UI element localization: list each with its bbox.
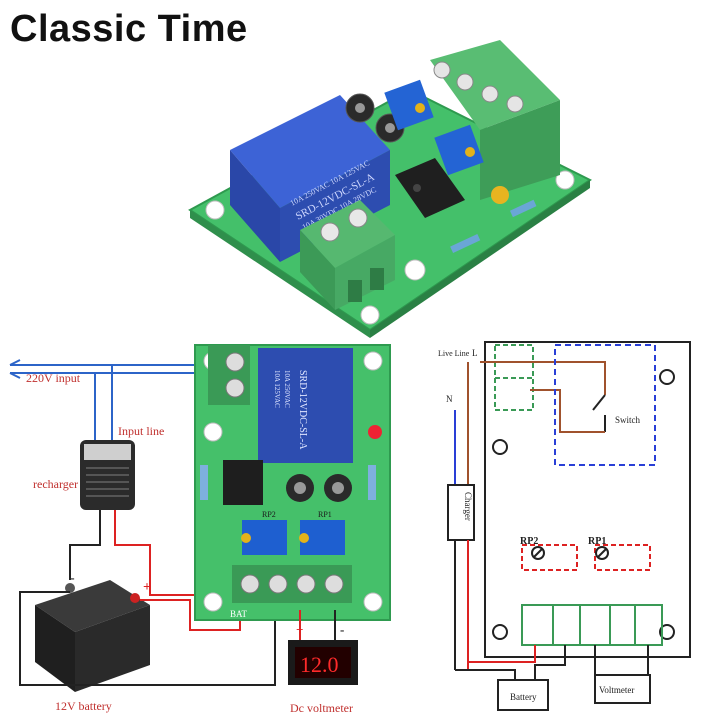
input-line-label: Input line [118,424,164,438]
terminal-block-2pin [300,200,395,310]
charger-label: Charger [463,492,473,521]
product-photo: SRD-12VDC-SL-A 10A 250VAC 10A 125VAC 10A… [188,40,592,338]
voltmeter-minus: - [340,622,344,637]
schematic-battery-label: Battery [510,692,537,702]
battery-label: 12V battery [55,699,112,713]
page-title: Classic Time [10,8,248,50]
ic-chip [395,158,465,218]
l-label: L [472,348,478,358]
rp2-label: RP2 [520,536,538,547]
terminal-block-4pin [430,40,560,200]
ac-input-label: 220V input [26,371,81,385]
charger-box [447,484,475,541]
potentiometer-2 [434,124,484,176]
svg-text:10A 125VAC: 10A 125VAC [273,370,281,408]
voltmeter-label: Dc voltmeter [290,701,353,715]
recharger-label: recharger [33,477,78,491]
battery-box [497,679,549,711]
battery-minus: - [70,571,75,586]
battery [35,580,150,692]
switch-label: Switch [615,415,641,425]
wiring-rp2-label: RP2 [262,510,276,519]
voltmeter-plus: + [296,622,303,637]
rp1-label: RP1 [588,536,606,547]
voltmeter-box [594,674,651,704]
battery-plus: + [143,580,151,595]
schematic-voltmeter-label: Voltmeter [599,685,634,695]
voltmeter-reading: 12.0 [300,652,339,677]
wiring-diagram: 220V input Input line recharger - + 12V … [9,344,391,715]
bat-label: BAT [230,609,248,619]
voltmeter: 12.0 [288,640,358,685]
pcb-topview: SRD-12VDC-SL-A 10A 250VAC 10A 125VAC RP2… [194,344,391,621]
svg-text:10A 250VAC: 10A 250VAC [283,370,291,408]
wiring-relay-label: SRD-12VDC-SL-A [297,370,308,450]
schematic-board [484,341,691,658]
potentiometer-1 [384,79,434,131]
n-label: N [446,394,453,404]
switch-box [554,344,656,466]
wiring-rp1-label: RP1 [318,510,332,519]
recharger [80,440,135,510]
schematic-diagram: Live Line L N Switch Charger RP2 RP1 Bat… [438,341,691,711]
live-line-label: Live Line [438,349,470,358]
